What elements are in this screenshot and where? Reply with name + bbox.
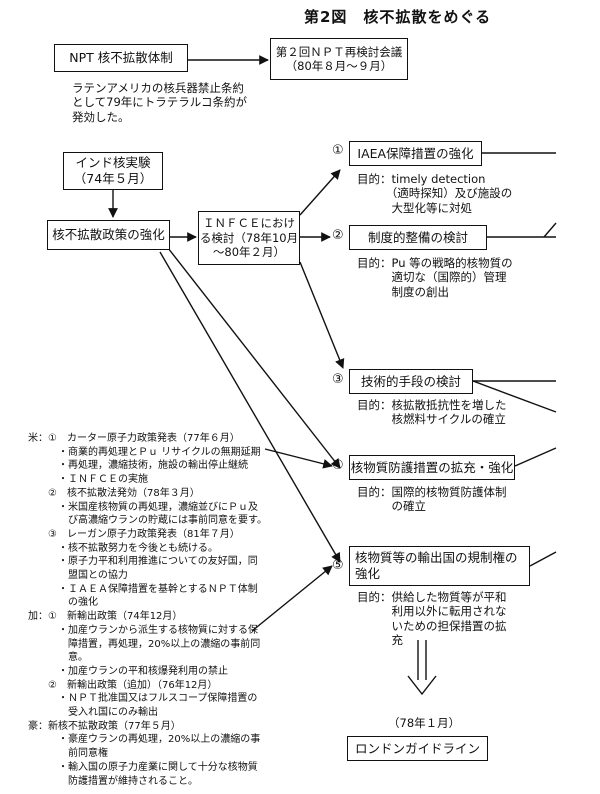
note-line: ② 新輸出政策（追加）（76年12月） (28, 679, 218, 691)
note-line: 豪：新核不拡散政策（77年５月） (28, 720, 181, 732)
policy-strengthening-box: 核不拡散政策の強化 (47, 220, 170, 250)
london-guidelines-box: ロンドンガイドライン (347, 736, 488, 761)
note-line: ・豪産ウランの再処理，20%以上の濃縮の事 (28, 734, 261, 746)
note-line: ・加産ウランから派生する核物質に対する保 (28, 624, 258, 636)
npt-review-conference-box: 第２回ＮＰＴ再検討会議 （80年８月～９月） (270, 38, 408, 80)
note-line: ・核不拡散努力を今後とも続ける。 (28, 542, 218, 554)
note-line: ・再処理，濃縮技術，施設の輸出停止継続 (28, 460, 248, 472)
note-line: ・原子力平和利用推進についての友好国，同 (28, 556, 258, 568)
note-line: 盟国との協力 (28, 570, 128, 582)
figure-title: 第2図 核不拡散をめぐる (304, 8, 492, 26)
branch-1-iaea-safeguards-box: IAEA保障措置の強化 (349, 141, 482, 166)
note-line: 意。 (28, 652, 88, 664)
branch-5-export-control-box: 核物質等の輸出国の規制権の 強化 (349, 546, 530, 586)
line-branch-5-out (529, 551, 557, 567)
note-line: ② 核不拡散法発効（78年３月） (28, 487, 200, 499)
npt-regime-box: NPT 核不拡散体制 (54, 44, 188, 72)
branch-1-number: ① (332, 143, 344, 158)
note-line: ・ＮＰＴ批准国又はフルスコープ保障措置の (28, 693, 258, 705)
india-nuclear-test-box: インド核実験 （74年５月） (63, 152, 163, 190)
branch-5-purpose: 目的：供給した物質等が平和 利用以外に転用されな いための担保措置の拡 充 (357, 590, 507, 648)
branch-5-number: ⑤ (332, 558, 344, 573)
branch-3-purpose: 目的：核拡散抵抗性を増した 核燃料サイクルの確立 (357, 398, 507, 427)
note-line: 障措置，再処理，20%以上の濃縮の事前同 (28, 638, 261, 650)
branch-4-purpose: 目的：国際的核物質防護体制 の確立 (357, 485, 507, 514)
double-arrow-down (407, 640, 437, 696)
note-line: 前同意権 (28, 748, 108, 760)
note-line: び高濃縮ウランの貯蔵には事前同意を要す。 (28, 515, 267, 527)
arrow-to-branch-4 (167, 247, 341, 469)
arrow-notes-to-branch-4 (264, 448, 333, 469)
note-line: ・加産ウランの平和核爆発利用の禁止 (28, 665, 228, 677)
line-branch-4-out (514, 447, 557, 467)
note-line: ③ レーガン原子力政策発表（81年７月） (28, 528, 240, 540)
note-line: ・ＩＮＦＣＥの実施 (28, 474, 148, 486)
country-policy-notes: 米：① カーター原子力政策発表（77年６月） ・商業的再処理とＰｕ リサイクルの… (28, 432, 328, 788)
arrow-to-branch-5 (159, 251, 341, 563)
arrow-to-branch-3 (299, 261, 345, 369)
note-line: 防護措置が維持されること。 (28, 775, 198, 787)
line-branch-3-stub (472, 380, 557, 413)
note-line: ・ＩＡＥＡ保障措置を基幹とするＮＰＴ体制 (28, 583, 258, 595)
branch-1-purpose: 目的：timely detection （適時探知）及び施設の 大型化等に対処 (357, 172, 513, 215)
note-line: ・商業的再処理とＰｕ リサイクルの無期延期 (28, 446, 261, 458)
note-line: ・輸入国の原子力産業に関して十分な核物質 (28, 761, 258, 773)
note-line: ・米国産核物質の再処理，濃縮並びにＰｕ及 (28, 501, 258, 513)
note-line: の強化 (28, 597, 98, 609)
arrow-to-branch-1 (299, 169, 341, 216)
branch-4-physical-protection-box: 核物質防護措置の拡充・強化 (349, 455, 515, 480)
branch-3-number: ③ (332, 372, 344, 387)
branch-2-number: ② (332, 228, 344, 243)
note-line: 米：① カーター原子力政策発表（77年６月） (28, 433, 240, 444)
line-branch-2-stub (543, 222, 557, 238)
branch-4-number: ④ (332, 458, 344, 473)
arrow-notes-to-branch-5 (251, 565, 333, 632)
london-date: （78年１月） (388, 716, 461, 730)
infce-box: ＩＮＦＣＥにおけ る検討（78年10月 ～80年２月） (198, 211, 300, 265)
note-line: 加：① 新輸出政策（74年12月） (28, 611, 183, 623)
branch-2-purpose: 目的：Pu 等の戦略的核物質の 適切な（国際的）管理 制度の創出 (357, 256, 513, 299)
latin-america-note: ラテンアメリカの核兵器禁止条約 として79年にトラテラルコ条約が 発効した。 (72, 81, 248, 124)
note-line: 受入れ国にのみ輸出 (28, 707, 158, 719)
branch-3-technical-box: 技術的手段の検討 (349, 369, 473, 394)
branch-2-institutional-box: 制度的整備の検討 (349, 225, 487, 250)
